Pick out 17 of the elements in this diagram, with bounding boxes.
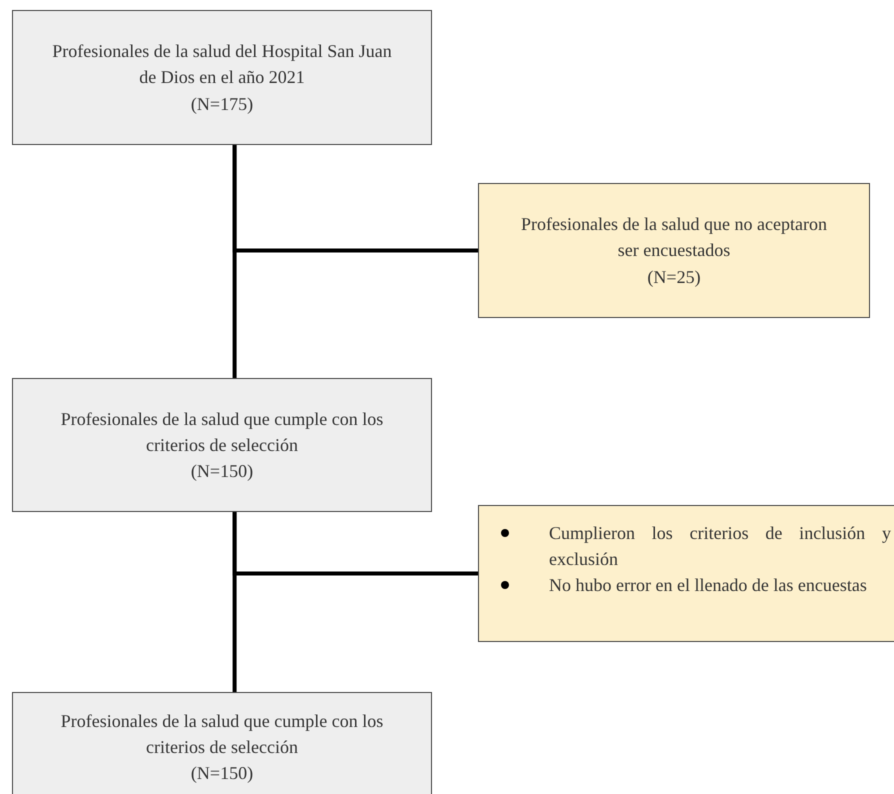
list-item-text: No hubo error en el llenado de las encuestas [549,574,868,598]
list-item-text: Cumplieron los criterios de inclusión y exclusión [549,522,891,572]
box-text: (N=150) [190,762,254,786]
box-text: Profesionales de la salud que no aceptaron ser encuestados [520,213,828,262]
process-box [478,183,870,318]
box-text: Profesionales de la salud del Hospital San Juan de Dios en el año 2021 [51,40,393,90]
connector-line [232,145,478,252]
process-box [12,692,432,794]
connector-line [232,512,478,576]
box-text: (N=175) [190,92,254,116]
box-text: Profesionales de la salud que cumple con los criterios de selección [60,408,384,457]
criteria-box [478,505,894,642]
box-text: (N=150) [190,460,254,484]
process-box [12,10,432,145]
box-text: (N=25) [647,266,701,289]
process-box [12,378,432,512]
box-text: Profesionales de la salud que cumple con los criterios de selección [60,710,384,759]
